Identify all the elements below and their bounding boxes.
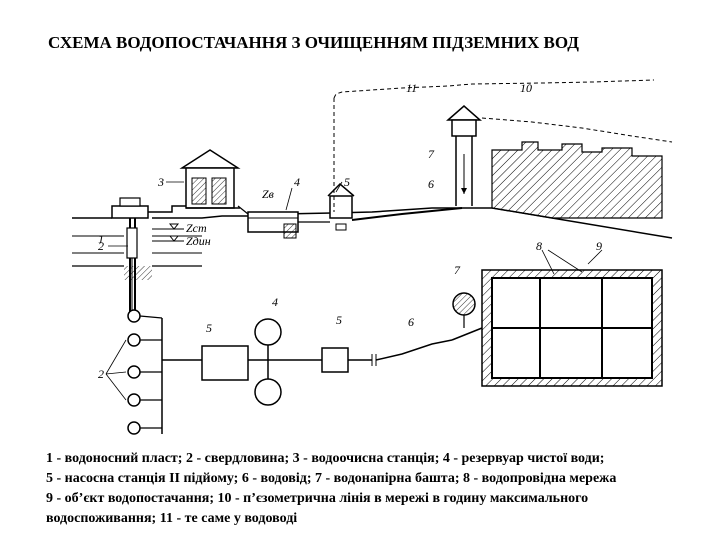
label-3: 3 xyxy=(157,175,164,189)
label-9: 9 xyxy=(596,239,602,253)
reservoirs-plan xyxy=(254,318,322,406)
label-7-plan: 7 xyxy=(454,263,461,277)
legend-line-4: водоспоживання; 11 - те саме у водоводі xyxy=(46,511,298,526)
leader-lines xyxy=(105,181,603,401)
label-11: 11 xyxy=(406,81,417,95)
label-2-plan: 2 xyxy=(98,367,104,381)
well-casing xyxy=(111,197,212,318)
label-2-profile: 2 xyxy=(98,239,104,253)
water-level-marks xyxy=(152,223,184,242)
label-zdyn: Zдин xyxy=(186,234,211,248)
slide-title: СХЕМА ВОДОПОСТАЧАННЯ З ОЧИЩЕННЯМ ПІДЗЕМН… xyxy=(48,33,579,52)
label-4-profile: 4 xyxy=(294,175,300,189)
label-1: 1 xyxy=(98,232,104,246)
piezometric-line-network xyxy=(481,117,673,143)
label-8-profile: 8 xyxy=(536,239,542,253)
label-6-plan: 6 xyxy=(408,315,414,329)
label-6-profile: 6 xyxy=(428,177,434,191)
legend-line-2: 5 - насосна станція ІІ підйому; 6 - водо… xyxy=(46,471,617,486)
label-zv: Zв xyxy=(262,187,274,201)
label-10: 10 xyxy=(520,81,532,95)
water-treatment-station xyxy=(179,149,241,209)
label-7-profile: 7 xyxy=(428,147,435,161)
distribution-network-plan xyxy=(481,269,663,387)
label-5-plan-b: 5 xyxy=(336,313,342,327)
water-tower-profile xyxy=(446,105,482,206)
pump-station-plan xyxy=(321,347,349,373)
clean-water-reservoir xyxy=(237,205,299,239)
label-4-plan: 4 xyxy=(272,295,278,309)
water-tower-plan xyxy=(451,292,483,341)
label-zst: Zст xyxy=(186,221,207,235)
conduit-profile xyxy=(351,207,463,221)
legend-line-3: 9 - об’єкт водопостачання; 10 - п’єзомет… xyxy=(46,491,589,506)
piezometric-line-conduit xyxy=(333,79,655,99)
water-supply-scheme-diagram: Zст Zдин Zв xyxy=(72,79,673,435)
legend-caption: 1 - водоносний пласт; 2 - свердловина; 3… xyxy=(46,449,710,529)
wells-plan xyxy=(127,309,202,435)
legend-line-1: 1 - водоносний пласт; 2 - свердловина; 3… xyxy=(46,451,605,466)
label-5-plan-a: 5 xyxy=(206,321,212,335)
label-5-profile: 5 xyxy=(344,175,350,189)
supplied-object-profile xyxy=(491,141,663,219)
treatment-plan-block xyxy=(201,345,249,381)
pump-station-two xyxy=(298,182,355,231)
